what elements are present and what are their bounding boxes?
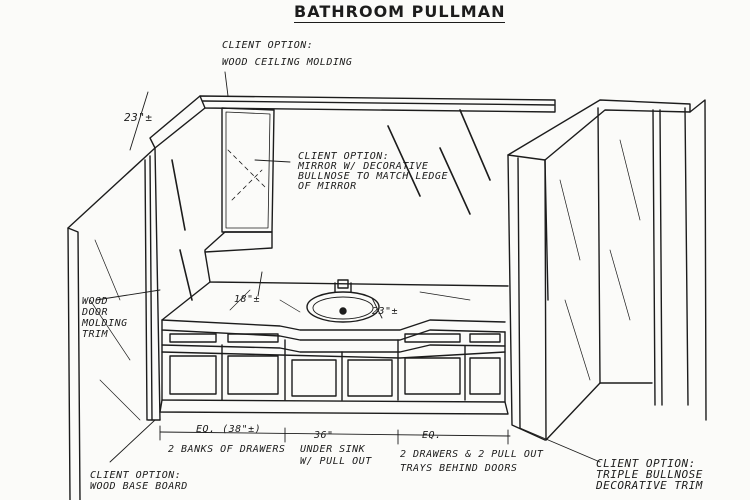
vanity-cabinet: [159, 329, 509, 415]
dimension-lines: [129, 91, 511, 445]
note-bullnose-line-1: CLIENT OPTION:: [596, 457, 696, 470]
note-mirror-line-4: OF MIRROR: [298, 181, 357, 192]
note-door-trim-line-2: DOOR: [82, 307, 109, 318]
callout-right-drawers-line-2: TRAYS BEHIND DOORS: [400, 463, 518, 474]
callout-under-sink-line-1: UNDER SINK: [300, 444, 366, 455]
dim-right-width: EQ.: [422, 430, 442, 441]
note-mirror-line-1: CLIENT OPTION:: [298, 151, 390, 162]
note-bullnose: CLIENT OPTION: TRIPLE BULLNOSE DECORATIV…: [596, 458, 703, 491]
note-door-trim: WOOD DOOR MOLDING TRIM: [82, 296, 128, 340]
callout-right-drawers-line-1: 2 DRAWERS & 2 PULL OUT: [400, 449, 544, 460]
note-bullnose-line-3: DECORATIVE TRIM: [596, 479, 703, 492]
note-mirror: CLIENT OPTION: MIRROR W/ DECORATIVE BULL…: [298, 152, 448, 192]
note-mirror-line-2: MIRROR W/ DECORATIVE: [298, 161, 429, 172]
note-ceiling-line-1: CLIENT OPTION:: [222, 40, 314, 51]
dim-height: 23"±: [124, 111, 153, 124]
note-door-trim-line-3: MOLDING: [82, 318, 128, 329]
note-bullnose-line-2: TRIPLE BULLNOSE: [596, 468, 703, 481]
dim-depth-sink: 23"±: [372, 306, 399, 317]
ceiling-molding: [149, 95, 556, 149]
countertop: [161, 251, 509, 341]
sink: [306, 279, 380, 323]
mirror-panel: [204, 107, 275, 253]
dim-center-width: 36": [314, 430, 334, 441]
note-door-trim-line-1: WOOD: [82, 296, 109, 307]
dim-depth-left: 18"±: [234, 294, 261, 305]
callout-right-drawers: 2 DRAWERS & 2 PULL OUT TRAYS BEHIND DOOR…: [400, 448, 543, 476]
note-door-trim-line-4: TRIM: [82, 329, 109, 340]
note-base-board-line-1: CLIENT OPTION:: [90, 470, 182, 481]
note-base-board: CLIENT OPTION: WOOD BASE BOARD: [90, 470, 188, 492]
note-ceiling-line-2: WOOD CEILING MOLDING: [222, 57, 353, 68]
callout-under-sink: UNDER SINK W/ PULL OUT: [300, 444, 372, 468]
note-ceiling-molding: CLIENT OPTION: WOOD CEILING MOLDING: [222, 40, 352, 68]
callout-under-sink-line-2: W/ PULL OUT: [300, 456, 372, 467]
note-mirror-line-3: BULLNOSE TO MATCH LEDGE: [298, 171, 448, 182]
mirror-reflections: [171, 109, 491, 301]
note-base-board-line-2: WOOD BASE BOARD: [90, 481, 188, 492]
dim-left-width: EQ. (38"±): [196, 424, 262, 435]
leader-lines: [95, 71, 601, 463]
callout-left-banks: 2 BANKS OF DRAWERS: [168, 444, 286, 455]
left-wall: [67, 147, 161, 500]
right-partition: [507, 99, 707, 441]
drawing-title: BATHROOM PULLMAN: [294, 2, 506, 23]
